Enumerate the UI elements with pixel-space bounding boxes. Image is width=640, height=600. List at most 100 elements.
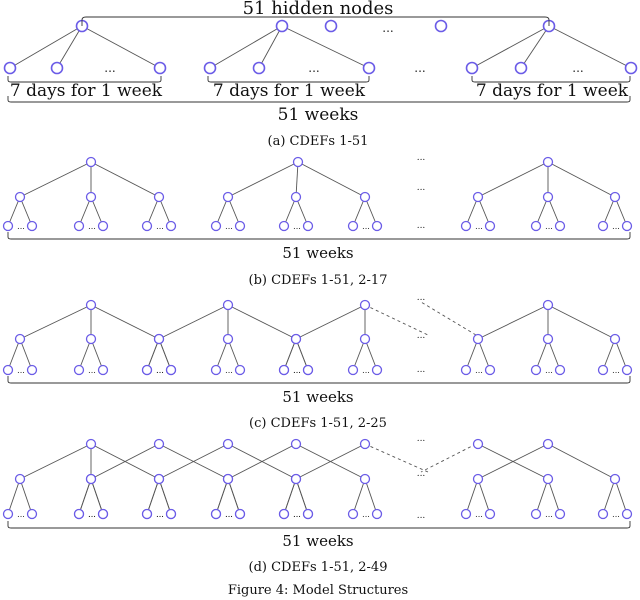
tree-edge [471,25,550,69]
week-brace [7,76,162,83]
mid-node [290,473,302,485]
leaf-node [371,220,383,232]
leaf-node [347,220,359,232]
tree-edge [297,161,366,198]
tree-edge [146,338,160,371]
mid-node [290,191,302,203]
leaf-node [73,364,85,376]
tree-edge [295,338,309,371]
ellipsis: ... [475,510,483,519]
ellipsis: ... [225,510,233,519]
ellipsis: ... [225,366,233,375]
tree-edge [547,304,616,340]
hidden-node [292,156,304,168]
tree-edge [477,196,491,227]
tree-edge [352,478,366,515]
ellipsis: ... [156,510,164,519]
week-brace [471,76,631,83]
tree-edge [295,196,309,227]
ellipsis: ... [17,366,25,375]
leaf-node [484,220,496,232]
leaf-node [210,508,222,520]
mid-node [222,473,234,485]
leaf-node [26,364,38,376]
tree-edge [90,338,104,371]
hidden-node [222,438,234,450]
ellipsis: ... [293,366,301,375]
ellipsis: ... [417,331,426,341]
tree-edge [352,196,366,227]
tree-edge [465,478,479,515]
tree-edge [477,338,491,371]
hidden-node [275,19,289,33]
ellipsis: ... [417,221,426,231]
weeks-label: 51 weeks [282,388,353,406]
leaf-node [530,508,542,520]
ellipsis: ... [293,222,301,231]
mid-node [472,333,484,345]
ellipsis: ... [417,365,426,375]
week-label: 7 days for 1 week [476,81,629,101]
leaf-node [278,220,290,232]
tree-edge [227,338,241,371]
leaf-node [554,508,566,520]
mid-node [359,333,371,345]
tree-edge [520,25,550,69]
ellipsis: ... [612,510,620,519]
leaf-node [460,508,472,520]
leaf-node [165,508,177,520]
mid-node [609,333,621,345]
day-node [514,61,528,75]
panel-d-caption: (d) CDEFs 1-51, 2-49 [249,560,388,575]
tree-edge [78,338,92,371]
tree-edge [158,478,172,515]
tree-edge [602,338,616,371]
tree-edge [7,478,21,515]
tree-edge [227,478,241,515]
week-label: 7 days for 1 week [213,81,366,101]
week-label: 7 days for 1 week [10,81,163,101]
ellipsis: ... [417,469,426,479]
tree-edge [19,338,33,371]
mid-node [472,473,484,485]
tree-edge [477,161,549,198]
ellipsis: ... [362,366,370,375]
tree-edge [465,196,479,227]
ellipsis: ... [225,510,233,519]
hidden-nodes-label: 51 hidden nodes [243,0,394,19]
tree-edge [295,304,366,340]
day-node [624,61,638,75]
leaf-node [278,508,290,520]
tree-edge [90,478,104,515]
ellipsis: ... [545,222,553,231]
hidden-node [542,438,554,450]
leaf-node [97,508,109,520]
weeks-brace [7,376,631,384]
dashed-edge [420,301,477,336]
hidden-node [85,156,97,168]
ellipsis: ... [417,511,426,521]
leaf-node [141,508,153,520]
tree-edge [227,196,241,227]
tree-edge [535,478,549,515]
tree-edge [352,338,366,371]
panel-c-caption: (c) CDEFs 1-51, 2-25 [249,416,387,431]
leaf-node [141,220,153,232]
weeks-label: 51 weeks [282,532,353,550]
mid-node [14,473,26,485]
tree-edge [90,161,160,198]
mid-node [359,473,371,485]
day-node [153,61,167,75]
leaf-node [597,220,609,232]
ellipsis: ... [225,222,233,231]
tree-edge [364,338,378,371]
ellipsis: ... [17,510,25,519]
tree-edge [227,443,297,480]
day-node [465,61,479,75]
leaf-node [26,220,38,232]
day-node [3,61,17,75]
ellipsis: ... [293,510,301,519]
ellipsis: ... [293,510,301,519]
mid-node [542,473,554,485]
